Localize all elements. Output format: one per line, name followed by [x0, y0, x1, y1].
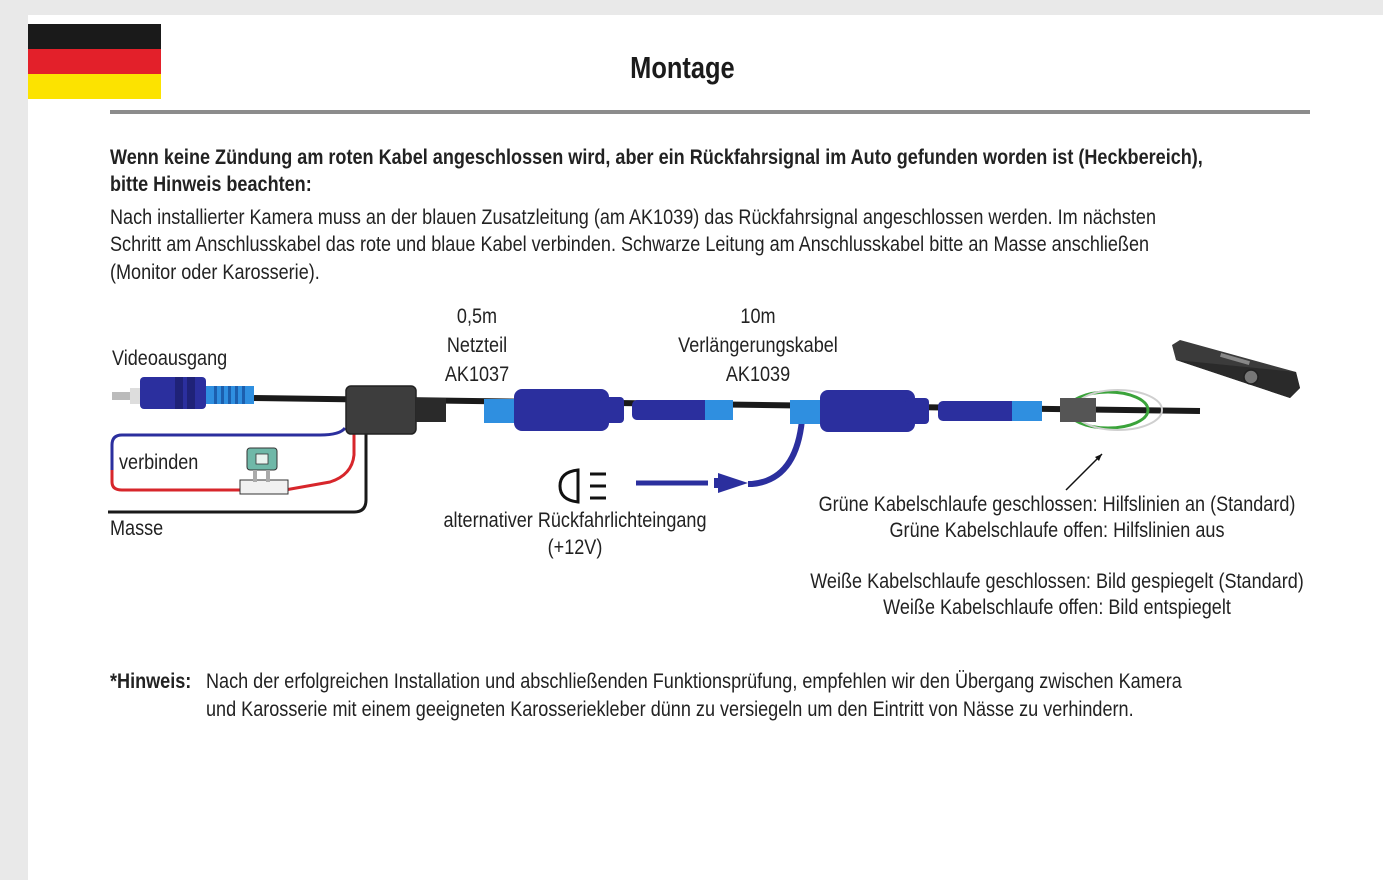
red-wire-left: [110, 470, 245, 492]
connector-extension-left: [632, 400, 733, 420]
pointer-line: [1065, 453, 1103, 491]
rueckfahrlicht-voltage: (+12V): [547, 536, 603, 559]
intro-line-1: Nach installierter Kamera muss an der bl…: [110, 206, 1157, 229]
fuse-icon: [239, 447, 289, 495]
rueckfahrlicht-label: alternativer Rückfahrlichteingang: [443, 509, 707, 532]
netzteil-code: AK1037: [444, 363, 510, 386]
arrow-right-icon: [636, 473, 748, 493]
verlaengerung-length: 10m: [740, 305, 776, 328]
gruen-open-note: Grüne Kabelschlaufe offen: Hilfslinien a…: [889, 519, 1225, 542]
netzteil-strain-relief: [416, 398, 446, 422]
videoausgang-label: Videoausgang: [112, 347, 228, 370]
blue-wire: [110, 427, 347, 470]
camera-icon: [1172, 340, 1300, 398]
weiss-closed-note: Weiße Kabelschlaufe geschlossen: Bild ge…: [810, 570, 1304, 593]
gruen-closed-note: Grüne Kabelschlaufe geschlossen: Hilfsli…: [818, 493, 1296, 516]
hinweis-line-2: und Karosserie mit einem geeigneten Karo…: [206, 698, 1134, 721]
weiss-open-note: Weiße Kabelschlaufe offen: Bild entspieg…: [883, 596, 1231, 619]
page-title: Montage: [630, 50, 735, 85]
verlaengerung-code: AK1039: [725, 363, 791, 386]
title-rule: [110, 110, 1310, 114]
loop-junction: [1060, 398, 1096, 422]
masse-wire: [108, 430, 368, 514]
intro-line-2: Schritt am Anschlusskabel das rote und b…: [110, 233, 1150, 256]
german-flag-icon: [28, 24, 161, 99]
netzteil-name: Netzteil: [446, 334, 508, 357]
hinweis-label: *Hinweis:: [110, 670, 192, 693]
verlaengerung-name: Verlängerungskabel: [678, 334, 838, 357]
intro-line-3: (Monitor oder Karosserie).: [110, 261, 320, 284]
red-wire-right: [284, 430, 356, 492]
connector-netzteil: [484, 389, 624, 431]
netzteil-length: 0,5m: [456, 305, 498, 328]
side-wire: [748, 419, 805, 487]
hinweis-line-1: Nach der erfolgreichen Installation und …: [206, 670, 1182, 693]
verbinden-label: verbinden: [119, 451, 199, 474]
connector-camera: [938, 401, 1042, 421]
connector-extension-right: [790, 390, 929, 432]
intro-bold-line-2: bitte Hinweis beachten:: [110, 173, 312, 196]
reverse-light-icon: [558, 468, 606, 504]
netzteil-box: [345, 385, 417, 435]
rca-plug-icon: [112, 377, 254, 409]
masse-label: Masse: [110, 517, 164, 540]
intro-bold-line-1: Wenn keine Zündung am roten Kabel angesc…: [110, 146, 1203, 169]
